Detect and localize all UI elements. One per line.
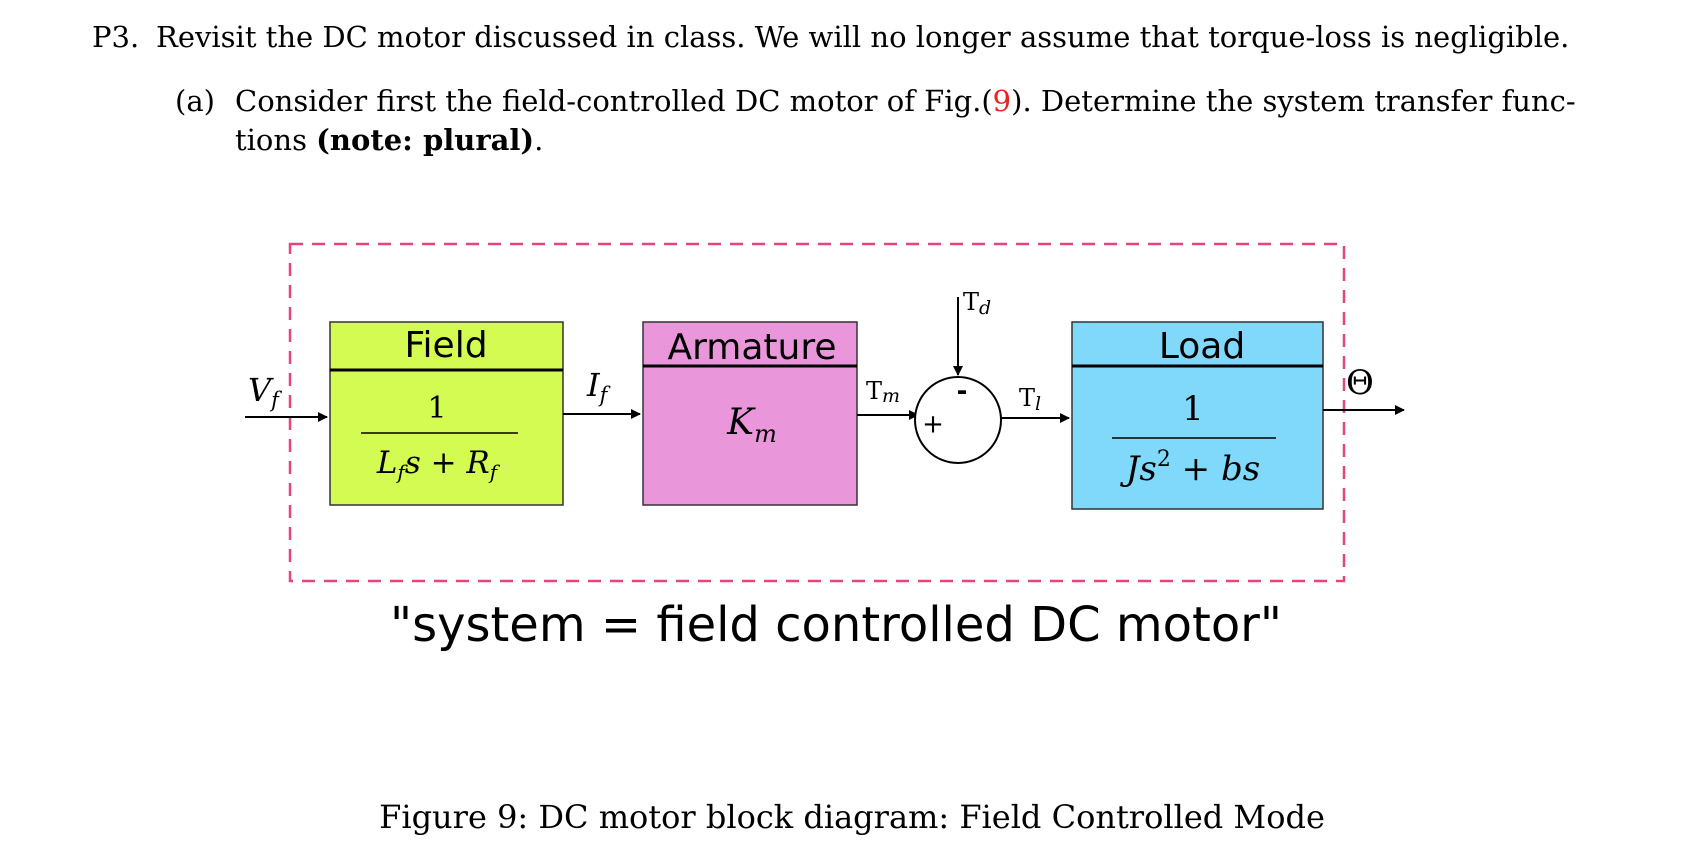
output-label: Θ: [1346, 363, 1374, 403]
part-a-text-before: Consider first the field-controlled DC m…: [235, 84, 993, 118]
sum-minus-sign: -: [957, 377, 968, 407]
figure-reference-link[interactable]: 9: [992, 84, 1012, 118]
sum-plus-sign: +: [922, 410, 944, 440]
input-label: Vf: [248, 371, 282, 412]
field-block: Field 1 Lfs + Rf: [329, 321, 564, 506]
problem-text: Revisit the DC motor discussed in class.…: [156, 20, 1570, 54]
part-a: (a) Consider first the field-controlled …: [175, 82, 1595, 160]
tm-label: Tm: [866, 377, 900, 407]
part-a-text: Consider first the field-controlled DC m…: [235, 82, 1595, 160]
problem-statement: P3. Revisit the DC motor discussed in cla…: [92, 18, 1652, 56]
part-a-label: (a): [175, 84, 215, 118]
system-boundary: [288, 242, 1346, 583]
part-a-end: .: [534, 123, 544, 157]
load-block: Load 1 Js2 + bs: [1071, 321, 1324, 510]
tl-label: Tl: [1019, 384, 1041, 415]
plural-note: (note: plural): [316, 123, 535, 157]
figure-caption: Figure 9: DC motor block diagram: Field …: [379, 798, 1325, 836]
load-numerator: 1: [1182, 389, 1204, 429]
field-numerator: 1: [427, 391, 446, 426]
load-denominator: Js2 + bs: [1120, 447, 1260, 489]
part-a-text-after: ). Determine the system transfer func- t…: [235, 84, 1576, 157]
armature-title: Armature: [667, 327, 836, 368]
armature-block: Armature Km: [642, 321, 858, 506]
system-label: "system = field controlled DC motor": [390, 597, 1282, 653]
field-denominator: Lfs + Rf: [376, 445, 501, 484]
problem-number: P3.: [92, 20, 140, 54]
if-label: If: [586, 366, 611, 407]
armature-gain: Km: [726, 402, 777, 448]
load-title: Load: [1159, 326, 1245, 367]
summing-junction: + -: [914, 376, 1002, 464]
field-title: Field: [404, 325, 487, 366]
td-label: Td: [963, 288, 991, 319]
